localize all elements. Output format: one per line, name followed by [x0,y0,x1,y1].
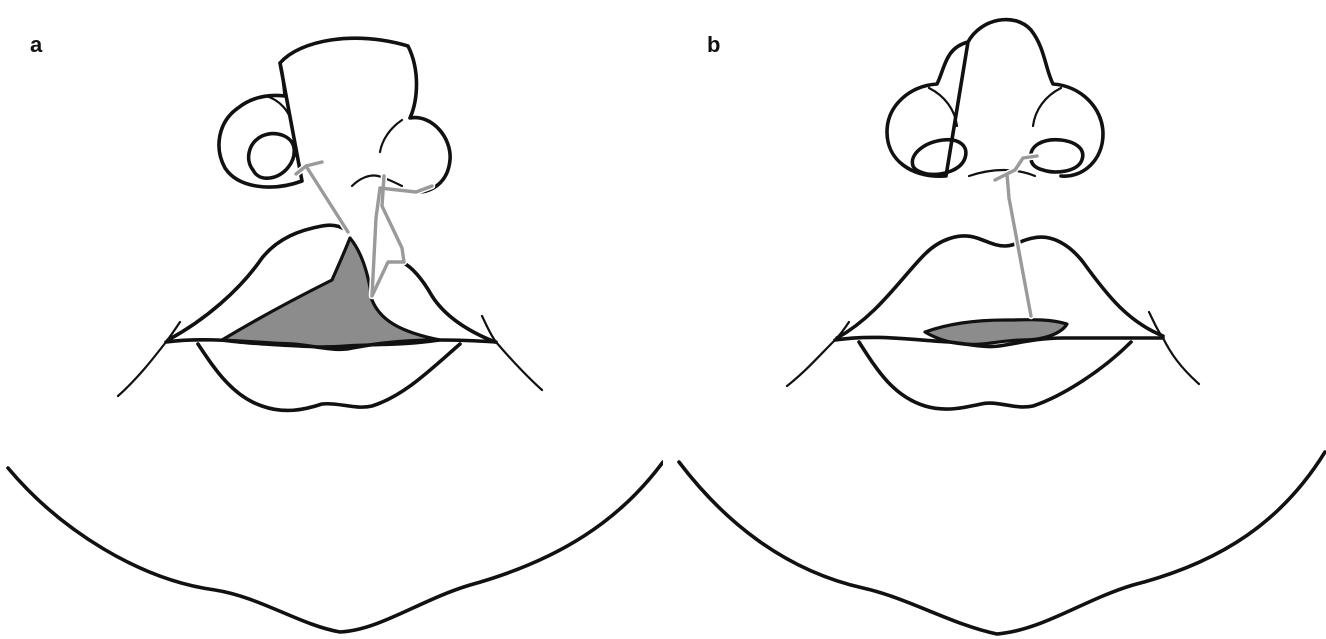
columella [352,175,402,186]
alar-crease-right [1033,88,1061,126]
alar-crease-right [380,120,402,152]
commissure-right [1149,312,1199,384]
chin-contour [679,452,1325,634]
lower-lip [198,344,460,410]
commissure-left [787,322,849,386]
nostril-left [912,140,966,175]
upper-lip-right [402,262,495,342]
commissure-right [482,316,542,390]
nostril-left [249,134,295,179]
alar-crease-left [929,88,957,126]
nose-outline [887,20,1103,177]
panel-b-drawing [663,0,1326,639]
lower-lip [859,342,1131,409]
panel-a: a [0,0,663,639]
commissure-left [118,322,180,396]
panel-b: b [663,0,1326,639]
cleft-gap [222,238,440,347]
chin-contour [8,462,663,632]
panel-a-drawing [0,0,663,639]
